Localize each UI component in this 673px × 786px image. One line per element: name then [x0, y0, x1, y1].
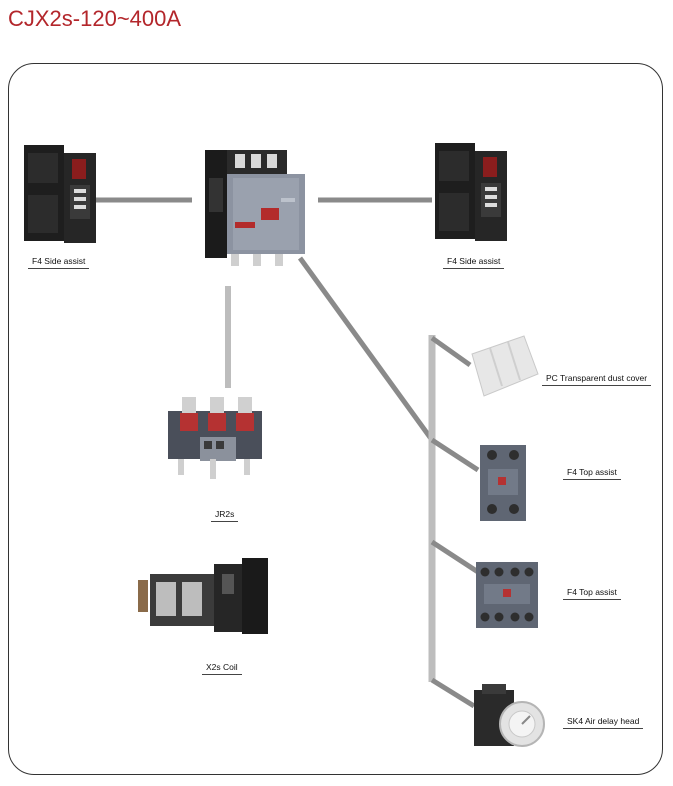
- label-side-right: F4 Side assist: [443, 256, 505, 269]
- label-relay: JR2s: [211, 509, 239, 522]
- top-auxiliary-contact-4-icon: [476, 562, 538, 628]
- connector-branch-delay: [430, 677, 476, 709]
- contactor-icon: [205, 150, 305, 266]
- top-auxiliary-contact-2-icon: [480, 445, 526, 521]
- label-cover: PC Transparent dust cover: [542, 373, 652, 386]
- side-auxiliary-contact-icon: [435, 143, 507, 241]
- label-top2: F4 Top assist: [563, 587, 621, 600]
- diagram-frame: [8, 63, 663, 775]
- thermal-relay-icon: [168, 397, 262, 479]
- coil-icon: [138, 558, 268, 634]
- dust-cover-icon: [471, 335, 539, 397]
- page-title: CJX2s-120~400A: [8, 6, 182, 31]
- label-coil: X2s Coil: [202, 662, 242, 675]
- label-delay: SK4 Air delay head: [563, 716, 644, 729]
- label-top1: F4 Top assist: [563, 467, 621, 480]
- side-auxiliary-contact-icon: [24, 145, 96, 243]
- label-side-left: F4 Side assist: [28, 256, 90, 269]
- air-delay-head-icon: [474, 684, 545, 747]
- connector-line-diagonal: [297, 256, 435, 442]
- connector-branch-top1: [430, 437, 480, 473]
- connector-branch-top2: [430, 539, 480, 575]
- connector-branch-cover: [430, 335, 472, 368]
